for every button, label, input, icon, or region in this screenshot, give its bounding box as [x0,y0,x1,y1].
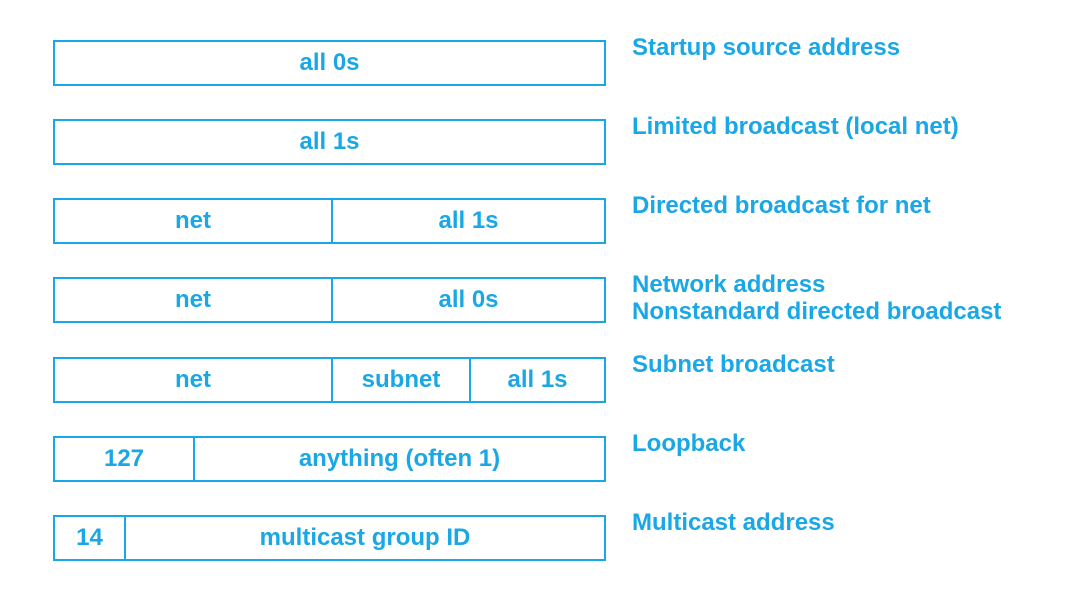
description-line: Nonstandard directed broadcast [632,298,1002,325]
address-description: Loopback [632,430,745,457]
address-row-multicast: 14 multicast group ID Multicast address [0,509,1086,561]
description-line: Directed broadcast for net [632,192,931,219]
description-line: Multicast address [632,509,835,536]
field-all-ones: all 1s [469,359,604,401]
address-format-bar: all 1s [53,119,606,165]
address-format-bar: net all 0s [53,277,606,323]
address-row-limited-broadcast: all 1s Limited broadcast (local net) [0,113,1086,165]
address-row-startup-source: all 0s Startup source address [0,34,1086,86]
field-net: net [175,286,211,313]
address-format-bar: net all 1s [53,198,606,244]
address-description: Multicast address [632,509,835,536]
address-row-directed-broadcast: net all 1s Directed broadcast for net [0,192,1086,244]
field-anything: anything (often 1) [193,438,604,480]
address-format-bar: net subnet all 1s [53,357,606,403]
field-127: 127 [103,445,145,472]
address-format-bar: 14 multicast group ID [53,515,606,561]
address-format-bar: all 0s [53,40,606,86]
description-line: Startup source address [632,34,901,61]
description-line: Network address [632,271,826,298]
field-all-ones: all 1s [331,200,604,242]
address-description: Limited broadcast (local net) [632,113,959,140]
field-all-zeros: all 0s [331,279,604,321]
address-description: Subnet broadcast [632,351,835,378]
address-description: Startup source address [632,34,900,61]
address-description: Network address Nonstandard directed bro… [632,271,1001,325]
field-14: 14 [76,524,103,551]
address-row-loopback: 127 anything (often 1) Loopback [0,430,1086,482]
field-all-ones: all 1s [299,128,360,155]
description-line: Subnet broadcast [632,351,835,378]
description-line: Limited broadcast (local net) [632,113,959,140]
field-net: net [175,366,211,393]
field-multicast-group-id: multicast group ID [124,517,604,559]
field-all-zeros: all 0s [299,49,360,76]
address-row-network-address: net all 0s Network address Nonstandard d… [0,271,1086,325]
address-description: Directed broadcast for net [632,192,931,219]
description-line: Loopback [632,430,746,457]
address-row-subnet-broadcast: net subnet all 1s Subnet broadcast [0,351,1086,403]
field-subnet: subnet [331,359,469,401]
field-net: net [175,207,211,234]
address-format-bar: 127 anything (often 1) [53,436,606,482]
